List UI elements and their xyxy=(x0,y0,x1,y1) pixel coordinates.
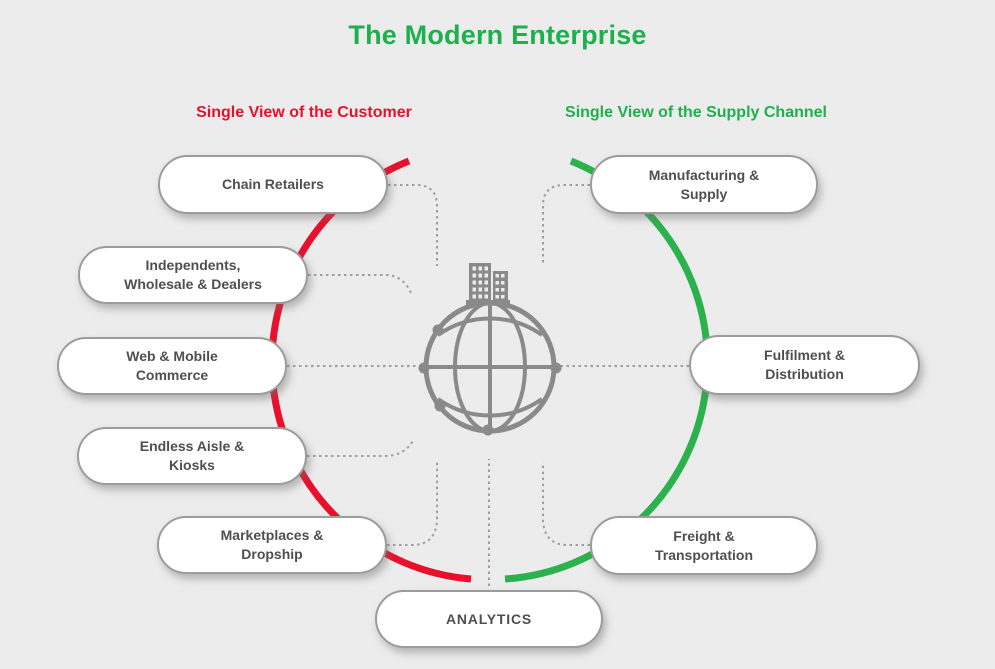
node-chain-retailers: Chain Retailers xyxy=(158,155,388,214)
globe-buildings-icon xyxy=(418,263,562,436)
node-label: Fulfilment & xyxy=(764,347,845,363)
node-label: Endless Aisle & xyxy=(139,438,245,454)
node-independents-wholesale-dealers: Independents, Wholesale & Dealers xyxy=(78,246,308,304)
node-label: Commerce xyxy=(135,367,209,383)
buildings-icon xyxy=(466,263,510,305)
node-label: Chain Retailers xyxy=(222,176,324,192)
node-label: Dropship xyxy=(241,546,303,562)
node-label: Marketplaces & xyxy=(220,527,324,543)
globe-parallel-south xyxy=(436,397,544,418)
node-web-mobile-commerce: Web & Mobile Commerce xyxy=(57,337,287,395)
connector-chain-retailers xyxy=(388,184,438,266)
supply-group-heading: Single View of the Supply Channel xyxy=(565,104,827,121)
node-fulfilment-distribution: Fulfilment & Distribution xyxy=(689,335,920,395)
connector-independents xyxy=(308,274,412,294)
node-manufacturing-supply: Manufacturing & Supply xyxy=(590,155,818,214)
page-title: The Modern Enterprise xyxy=(348,20,647,50)
node-label: Wholesale & Dealers xyxy=(124,276,262,292)
connector-marketplaces xyxy=(387,462,438,546)
connector-freight xyxy=(542,462,590,546)
node-label: ANALYTICS xyxy=(445,610,533,627)
node-label: Manufacturing & xyxy=(648,166,760,183)
connector-endless-aisle xyxy=(307,438,415,457)
node-label: Freight & xyxy=(673,527,735,544)
globe-nodes xyxy=(418,324,562,436)
node-label: Transportation xyxy=(654,546,753,563)
node-marketplaces-dropship: Marketplaces & Dropship xyxy=(157,516,387,574)
node-label: Supply xyxy=(680,185,728,202)
node-analytics: ANALYTICS xyxy=(375,590,603,648)
connector-lines xyxy=(287,184,689,586)
globe-parallel-north xyxy=(436,316,544,337)
node-label: Distribution xyxy=(765,366,844,382)
node-endless-aisle-kiosks: Endless Aisle & Kiosks xyxy=(77,427,307,485)
customer-group-heading: Single View of the Customer xyxy=(196,104,412,121)
node-label: Kiosks xyxy=(169,457,215,473)
connector-manufacturing xyxy=(542,184,590,266)
node-label: Web & Mobile xyxy=(126,348,218,364)
node-freight-transportation: Freight & Transportation xyxy=(590,516,818,575)
node-label: Independents, xyxy=(145,257,241,273)
